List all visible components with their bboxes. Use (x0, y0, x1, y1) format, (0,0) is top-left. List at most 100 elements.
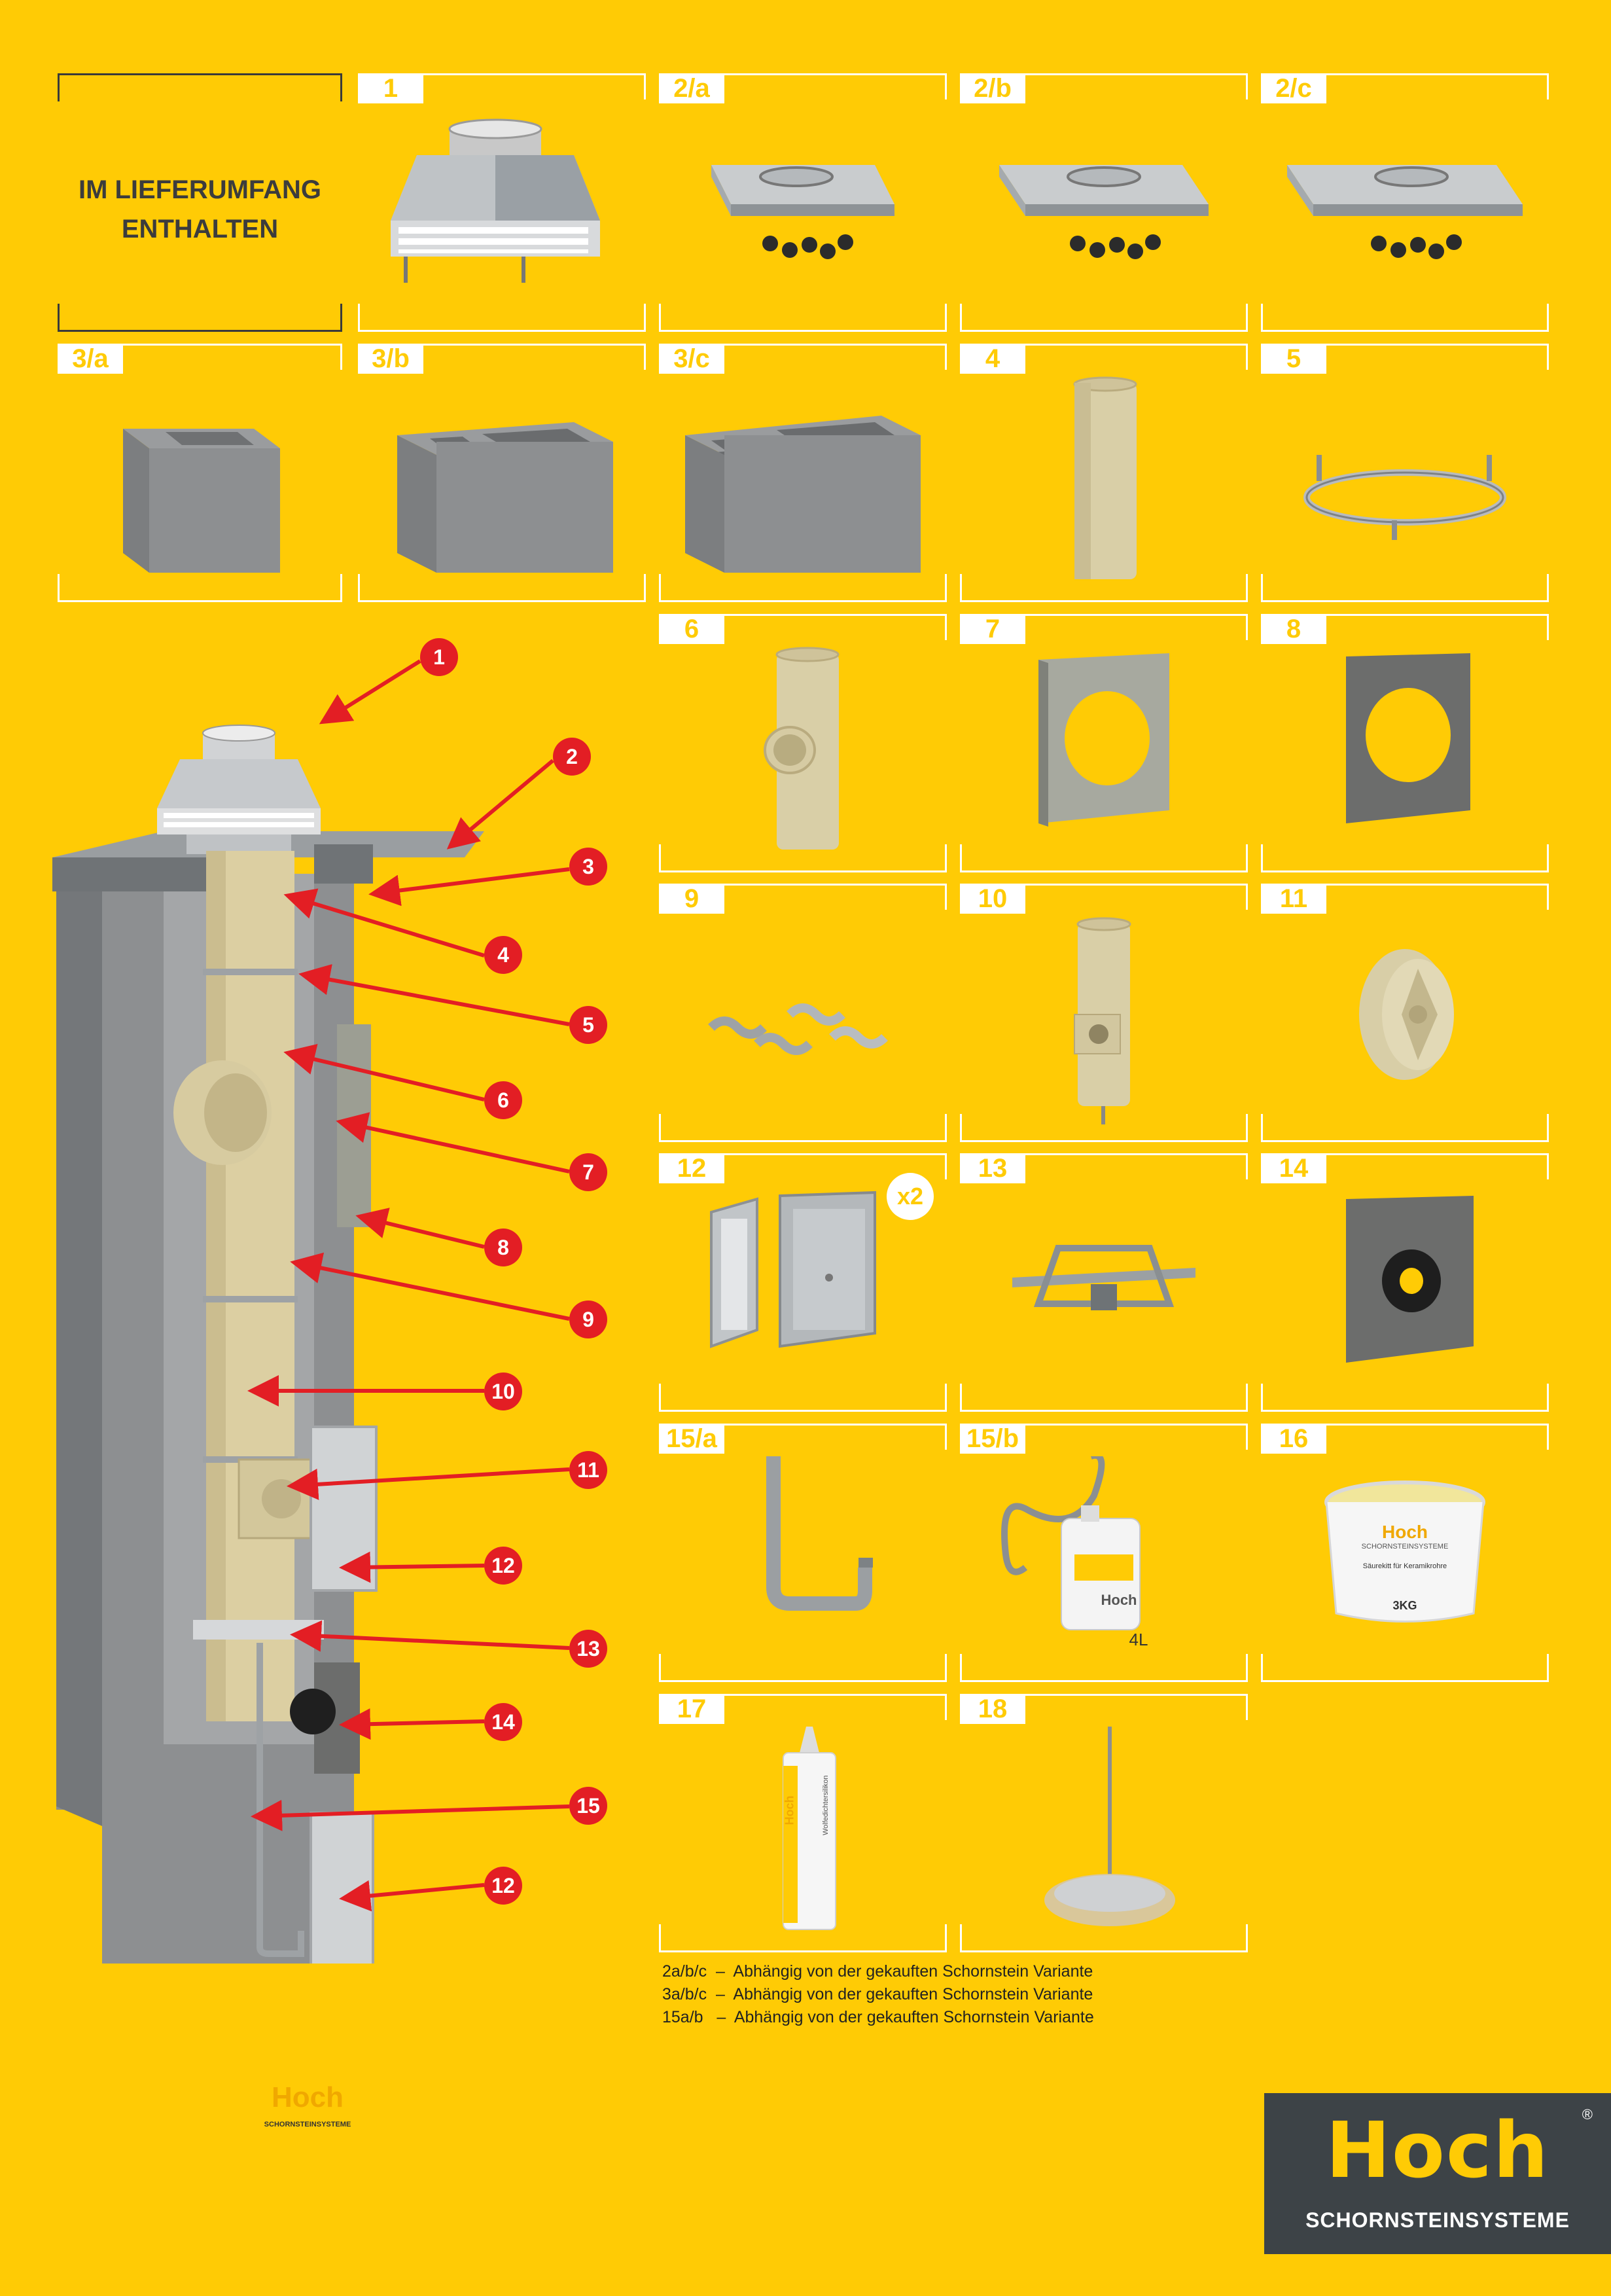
part-number: 2/c (1261, 73, 1326, 103)
part-cell-9: 9 (659, 884, 947, 1142)
intro-text: IM LIEFERUMFANG ENTHALTEN (58, 170, 342, 249)
part-number: 5 (1261, 344, 1326, 374)
chimney-block-icon (123, 429, 280, 573)
cleanout-plug-icon (1359, 949, 1454, 1080)
callout-8: 8 (484, 1229, 522, 1266)
part-cell-18: 18 (960, 1694, 1248, 1952)
callout-9: 9 (569, 1300, 607, 1338)
cartridge-product: Wolfedichtersilikon (822, 1775, 830, 1835)
part-cell-6: 6 (659, 614, 947, 872)
part-cell-14: 14 (1261, 1153, 1549, 1412)
spacer-ring-icon (1303, 455, 1506, 540)
callout-6: 6 (484, 1081, 522, 1119)
callout-12b: 12 (484, 1867, 522, 1905)
drain-pipe-icon (766, 1456, 873, 1611)
callout-arrows (247, 659, 570, 1912)
callout-2: 2 (553, 738, 591, 776)
brand-logo: Hoch ® SCHORNSTEINSYSTEME (1264, 2093, 1611, 2254)
part-cell-3a: 3/a (58, 344, 342, 602)
chimney-block-three-flue-icon (685, 416, 921, 573)
insulation-plate-icon (1038, 653, 1169, 827)
cement-bucket-icon (1324, 1480, 1485, 1623)
callout-5: 5 (569, 1006, 607, 1044)
bucket-brand: Hoch (1382, 1522, 1428, 1542)
chimney-brand: Hoch (272, 2081, 344, 2113)
callout-7: 7 (569, 1153, 607, 1191)
chimney-cutaway-diagram (52, 725, 484, 1964)
bucket-product: Säurekitt für Keramikrohre (1362, 1562, 1447, 1570)
part-cell-8: 8 (1261, 614, 1549, 872)
part-cell-3b: 3/b (358, 344, 646, 602)
part-number: 12 (659, 1153, 724, 1183)
sealing-plate-icon (1346, 653, 1470, 823)
part-number: 18 (960, 1694, 1025, 1724)
part-cell-15b: 15/b Hoch 4L (960, 1424, 1248, 1682)
part-cell-16: 16 Hoch SCHORNSTEINSYSTEME Säurekitt für… (1261, 1424, 1549, 1682)
registered-mark: ® (1582, 2106, 1593, 2123)
callout-10: 10 (484, 1372, 522, 1410)
part-number: 7 (960, 614, 1025, 644)
part-cell-3c: 3/c (659, 344, 947, 602)
cover-plate-icon (711, 165, 894, 259)
part-cell-15a: 15/a (659, 1424, 947, 1682)
part-number: 3/c (659, 344, 724, 374)
part-number: 6 (659, 614, 724, 644)
part-number: 8 (1261, 614, 1326, 644)
note-line: 3a/b/c – Abhängig von der gekauften Scho… (662, 1985, 1093, 2003)
part-cell-4: 4 (960, 344, 1248, 602)
part-cell-11: 11 (1261, 884, 1549, 1142)
part-cell-13: 13 (960, 1153, 1248, 1412)
part-number: 15/a (659, 1424, 724, 1454)
part-number: 3/b (358, 344, 423, 374)
volume-label: 4L (1129, 1630, 1148, 1649)
variant-notes: 2a/b/c – Abhängig von der gekauften Scho… (662, 1960, 1094, 2029)
part-cell-17: 17 Hoch Wolfedichtersilikon (659, 1694, 947, 1952)
callout-12: 12 (484, 1547, 522, 1585)
part-cell-7: 7 (960, 614, 1248, 872)
quantity-badge: x2 (887, 1173, 934, 1220)
part-number: 14 (1261, 1153, 1326, 1183)
callout-13: 13 (569, 1630, 607, 1668)
sealant-cartridge-icon (783, 1727, 836, 1930)
logo-tagline: SCHORNSTEINSYSTEME (1305, 2208, 1570, 2232)
chimney-cap-icon (391, 118, 600, 283)
part-cell-1: 1 (358, 73, 646, 332)
part-number: 13 (960, 1153, 1025, 1183)
support-bracket-icon (1012, 1245, 1195, 1310)
callout-1: 1 (420, 638, 458, 676)
note-line: 15a/b – Abhängig von der gekauften Schor… (662, 2008, 1094, 2026)
spring-clips-icon (708, 1003, 888, 1055)
part-number: 11 (1261, 884, 1326, 914)
wall-seal-icon (1346, 1196, 1474, 1363)
part-cell-2a: 2/a (659, 73, 947, 332)
intro-line-1: IM LIEFERUMFANG (78, 175, 322, 204)
cover-plate-icon (999, 165, 1209, 259)
part-cell-10: 10 (960, 884, 1248, 1142)
part-number: 9 (659, 884, 724, 914)
part-number: 15/b (960, 1424, 1025, 1454)
callout-15: 15 (569, 1787, 607, 1825)
part-number: 2/a (659, 73, 724, 103)
cover-plate-icon (1287, 165, 1523, 259)
part-cell-2b: 2/b (960, 73, 1248, 332)
logo-wordmark: Hoch (1326, 2105, 1549, 2195)
bucket-weight: 3KG (1392, 1599, 1417, 1612)
intro-frame-top (58, 73, 342, 101)
part-number: 4 (960, 344, 1025, 374)
callout-11: 11 (569, 1451, 607, 1489)
drain-hose-icon (1001, 1456, 1141, 1630)
product-brand: Hoch (1101, 1592, 1137, 1608)
intro-box: IM LIEFERUMFANG ENTHALTEN (58, 73, 342, 332)
part-cell-5: 5 (1261, 344, 1549, 602)
part-number: 16 (1261, 1424, 1326, 1454)
centering-tool-icon (1044, 1727, 1175, 1926)
chimney-brand-sub: SCHORNSTEINSYSTEME (264, 2121, 351, 2128)
part-cell-2c: 2/c (1261, 73, 1549, 332)
chimney-block-two-flue-icon (397, 422, 613, 573)
part-number: 10 (960, 884, 1025, 914)
intro-line-2: ENTHALTEN (121, 215, 279, 243)
part-number: 3/a (58, 344, 123, 374)
condensate-pipe-icon (1074, 917, 1131, 1124)
part-number: 17 (659, 1694, 724, 1724)
bucket-sub: SCHORNSTEINSYSTEME (1361, 1543, 1449, 1551)
